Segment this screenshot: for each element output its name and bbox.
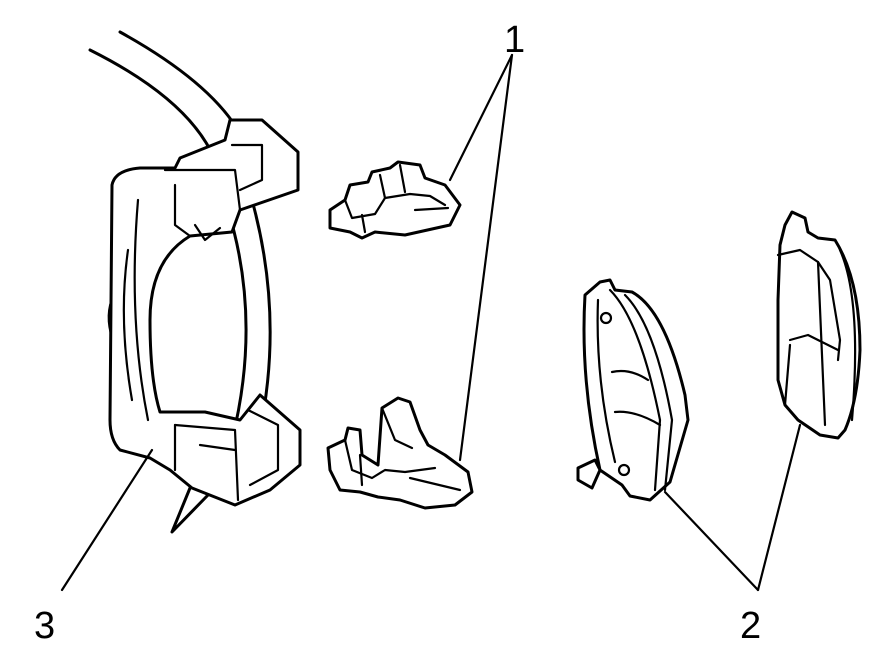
- callout-2: 2: [740, 605, 761, 647]
- pad-clip-lower: [326, 396, 474, 510]
- callout-3: 3: [34, 605, 55, 647]
- pad-clip-upper: [328, 160, 462, 240]
- leader-lines: [60, 53, 802, 592]
- brake-pad-outer: [776, 210, 862, 440]
- caliper-bracket: [88, 30, 302, 534]
- callout-1: 1: [504, 19, 525, 61]
- brake-pad-inner: [576, 278, 690, 502]
